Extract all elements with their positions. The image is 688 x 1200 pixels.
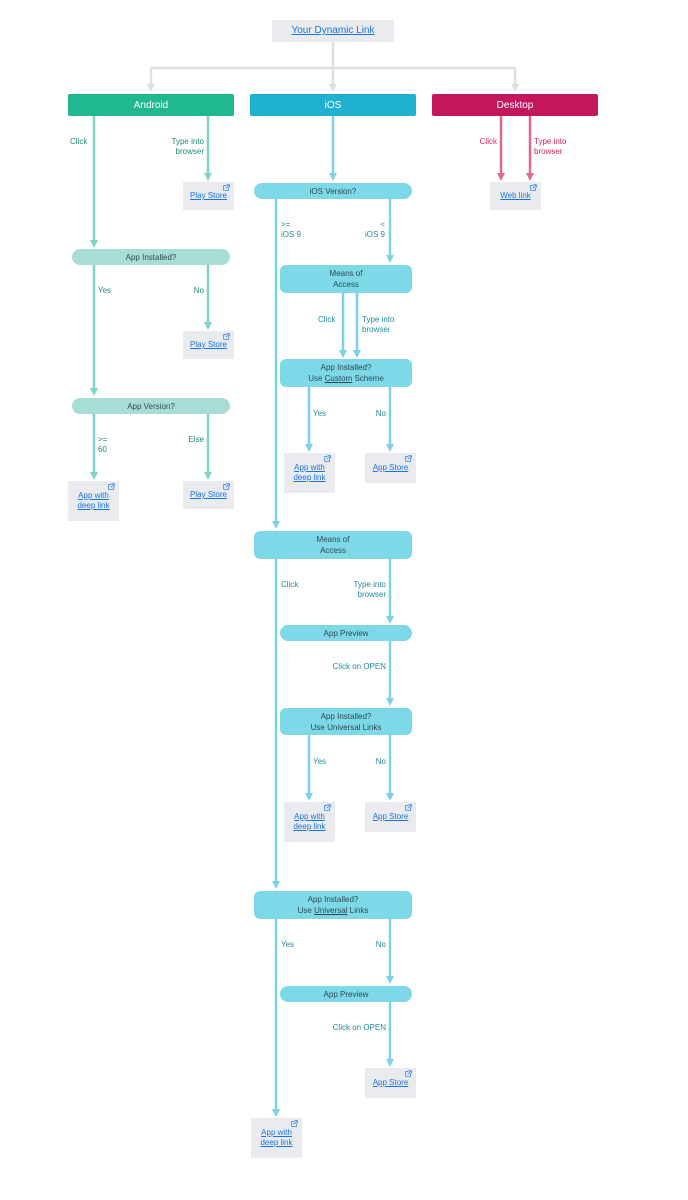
ios-no-label-3: No [375, 940, 386, 949]
android-play-store-link-2[interactable]: Play Store [183, 331, 234, 359]
line-prefix: Use [308, 374, 325, 383]
external-link-icon [324, 455, 331, 462]
top-connectors [147, 42, 519, 92]
link-label: App Store [372, 1078, 409, 1087]
desktop-header: Desktop [432, 94, 598, 116]
link-label: Play Store [190, 340, 227, 349]
external-link-icon [405, 455, 412, 462]
external-link-icon [223, 483, 230, 490]
external-link-icon [530, 184, 537, 191]
external-link-icon [405, 1070, 412, 1077]
link-label: App with deep link [293, 812, 326, 831]
link-label: Play Store [190, 490, 227, 499]
link-label: Web link [500, 191, 531, 200]
custom-scheme-link[interactable]: Custom [324, 374, 353, 383]
link-label: App with deep link [293, 463, 326, 482]
ios-app-deep-link-2[interactable]: App with deep link [284, 802, 335, 842]
android-connectors [90, 116, 212, 480]
ios-yes-label-3: Yes [281, 940, 295, 949]
ios-app-installed-universal-links-1: App Installed? Use Universal Links [280, 708, 412, 735]
ios-click-label-2: Click [281, 580, 299, 589]
your-dynamic-link[interactable]: Your Dynamic Link [272, 20, 394, 42]
decision-line-1: App Installed? [307, 895, 359, 904]
android-header: Android [68, 94, 234, 116]
ios-means-of-access-2: Means of Access [254, 531, 412, 559]
external-link-icon [324, 804, 331, 811]
ios-app-preview-1: App Preview [280, 625, 412, 641]
line-prefix: Use [297, 906, 315, 915]
ios-app-deep-link-1[interactable]: App with deep link [284, 453, 335, 493]
decision-line-2: Use Universal Links [298, 905, 369, 916]
android-app-installed-decision: App Installed? [72, 249, 230, 265]
ios-app-store-link-3[interactable]: App Store [365, 1068, 416, 1098]
ios-click-open-label-1: Click on OPEN [332, 662, 386, 671]
android-else-label: Else [188, 435, 204, 444]
line-suffix: Scheme [352, 374, 384, 383]
ios-type-label-2: Type into browser [353, 580, 386, 599]
ios-click-label-1: Click [318, 315, 336, 324]
link-label: App Store [372, 463, 409, 472]
android-play-store-link-3[interactable]: Play Store [183, 481, 234, 509]
link-label: App with deep link [77, 491, 110, 510]
android-no-label: No [193, 286, 204, 295]
ios-app-preview-2: App Preview [280, 986, 412, 1002]
ios-app-store-link-1[interactable]: App Store [365, 453, 416, 483]
android-gte60-label: >= 60 [98, 435, 108, 454]
ios-yes-label-2: Yes [313, 757, 327, 766]
external-link-icon [108, 483, 115, 490]
decision-line-1: App Installed? [320, 363, 372, 372]
android-app-version-decision: App Version? [72, 398, 230, 414]
ios-connectors [272, 116, 394, 1117]
link-label: Play Store [190, 191, 227, 200]
ios-app-store-link-2[interactable]: App Store [365, 802, 416, 832]
ios-type-label-1: Type into browser [362, 315, 395, 334]
ios-header: iOS [250, 94, 416, 116]
ios-yes-label-1: Yes [313, 409, 327, 418]
android-app-deep-link[interactable]: App with deep link [68, 481, 119, 521]
external-link-icon [223, 184, 230, 191]
external-link-icon [291, 1120, 298, 1127]
ios-means-of-access-1: Means of Access [280, 265, 412, 293]
android-click-label: Click [70, 137, 88, 146]
ios-app-installed-universal-links-2: App Installed? Use Universal Links [254, 891, 412, 919]
ios-gte9-label: >= iOS 9 [281, 220, 302, 239]
ios-app-deep-link-3[interactable]: App with deep link [251, 1118, 302, 1158]
ios-no-label-1: No [375, 409, 386, 418]
link-label: App Store [372, 812, 409, 821]
desktop-web-link[interactable]: Web link [490, 182, 541, 210]
external-link-icon [223, 333, 230, 340]
ios-click-open-label-2: Click on OPEN [332, 1023, 386, 1032]
ios-app-installed-custom-scheme: App Installed? Use Custom Scheme [280, 359, 412, 387]
ios-version-decision: iOS Version? [254, 183, 412, 199]
desktop-click-label: Click [479, 137, 497, 146]
ios-lt9-label: < iOS 9 [364, 220, 385, 239]
external-link-icon [405, 804, 412, 811]
android-type-label: Type into browser [171, 137, 204, 156]
android-play-store-link-1[interactable]: Play Store [183, 182, 234, 210]
universal-links-link[interactable]: Universal [314, 906, 348, 915]
line-suffix: Links [347, 906, 369, 915]
android-yes-label: Yes [98, 286, 112, 295]
desktop-connectors [497, 116, 534, 181]
desktop-type-label: Type into browser [534, 137, 567, 156]
decision-line-2: Use Custom Scheme [308, 373, 384, 384]
link-label: App with deep link [260, 1128, 293, 1147]
ios-no-label-2: No [375, 757, 386, 766]
